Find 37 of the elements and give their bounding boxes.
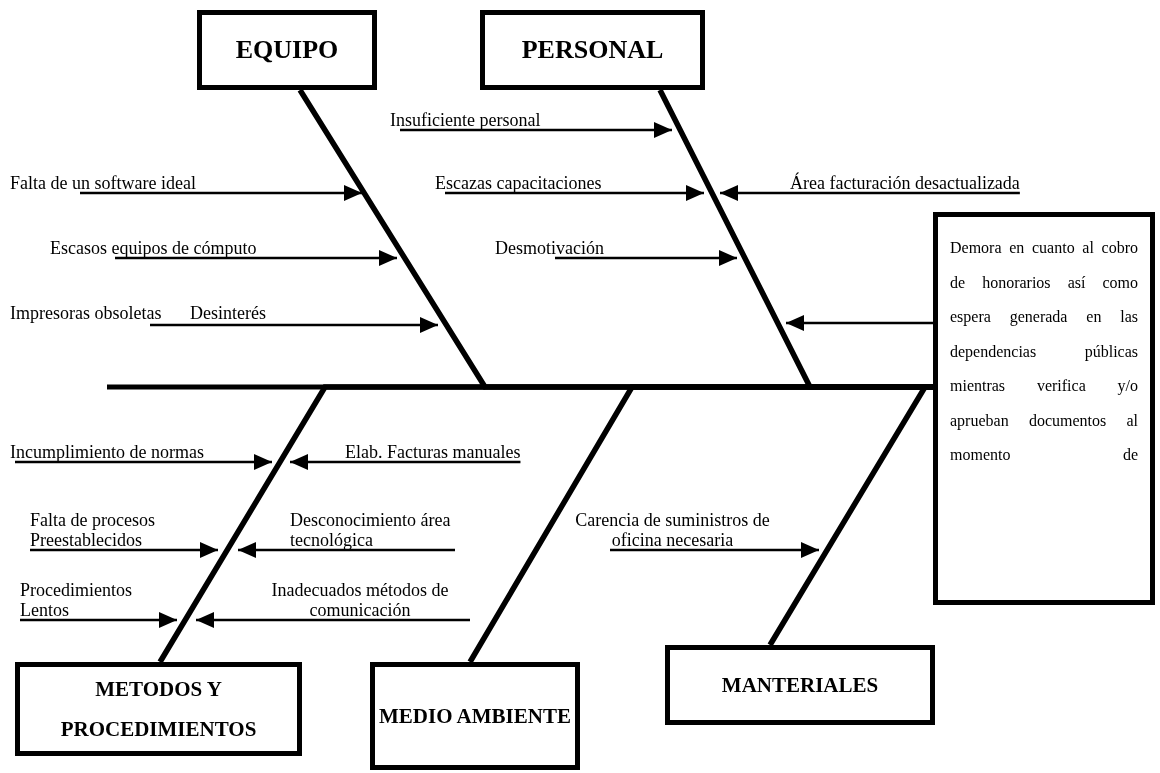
category-box: PERSONAL xyxy=(480,10,705,90)
arrow xyxy=(290,454,521,470)
arrow xyxy=(238,542,455,558)
arrow xyxy=(786,315,933,331)
effect-box: Demora en cuanto al cobro de honorarios así como espera generada en las dependencias públicas mientras verifica y/o aprueban documentos al momento de xyxy=(933,212,1155,605)
bone-line xyxy=(767,384,933,647)
cause-text: Desmotivación xyxy=(495,238,604,258)
arrow xyxy=(720,185,1020,201)
cause-text: Inadecuados métodos de comunicación xyxy=(250,580,470,620)
cause-text: Escasos equipos de cómputo xyxy=(50,238,257,258)
category-box: MEDIO AMBIENTE xyxy=(370,662,580,770)
category-box: EQUIPO xyxy=(197,10,377,90)
arrow xyxy=(555,250,737,266)
arrow xyxy=(30,542,218,558)
cause-text: Desconocimiento área tecnológica xyxy=(290,510,455,550)
arrow xyxy=(150,317,438,333)
cause-text: Falta de procesos Preestablecidos xyxy=(30,510,180,550)
arrow xyxy=(400,122,672,138)
category-box: MANTERIALES xyxy=(665,645,935,725)
arrow xyxy=(80,185,362,201)
arrow xyxy=(15,454,272,470)
cause-text: Falta de un software ideal xyxy=(10,173,196,193)
cause-text: Desinterés xyxy=(190,303,266,323)
cause-text: Elab. Facturas manuales xyxy=(345,442,521,462)
cause-text: Impresoras obsoletas xyxy=(10,303,162,325)
cause-text: Insuficiente personal xyxy=(390,110,541,130)
cause-text: Procedimientos Lentos xyxy=(20,580,160,620)
cause-text: Carencia de suministros de oficina necesaria xyxy=(575,510,770,550)
arrow xyxy=(610,542,819,558)
arrow xyxy=(115,250,397,266)
arrow xyxy=(196,612,470,628)
arrow xyxy=(20,612,177,628)
cause-text: Área facturación desactualizada xyxy=(790,173,1020,193)
cause-text: Escazas capacitaciones xyxy=(435,173,602,193)
arrow xyxy=(445,185,704,201)
cause-text: Incumplimiento de normas xyxy=(10,442,204,462)
category-box: METODOS Y PROCEDIMIENTOS xyxy=(15,662,302,756)
